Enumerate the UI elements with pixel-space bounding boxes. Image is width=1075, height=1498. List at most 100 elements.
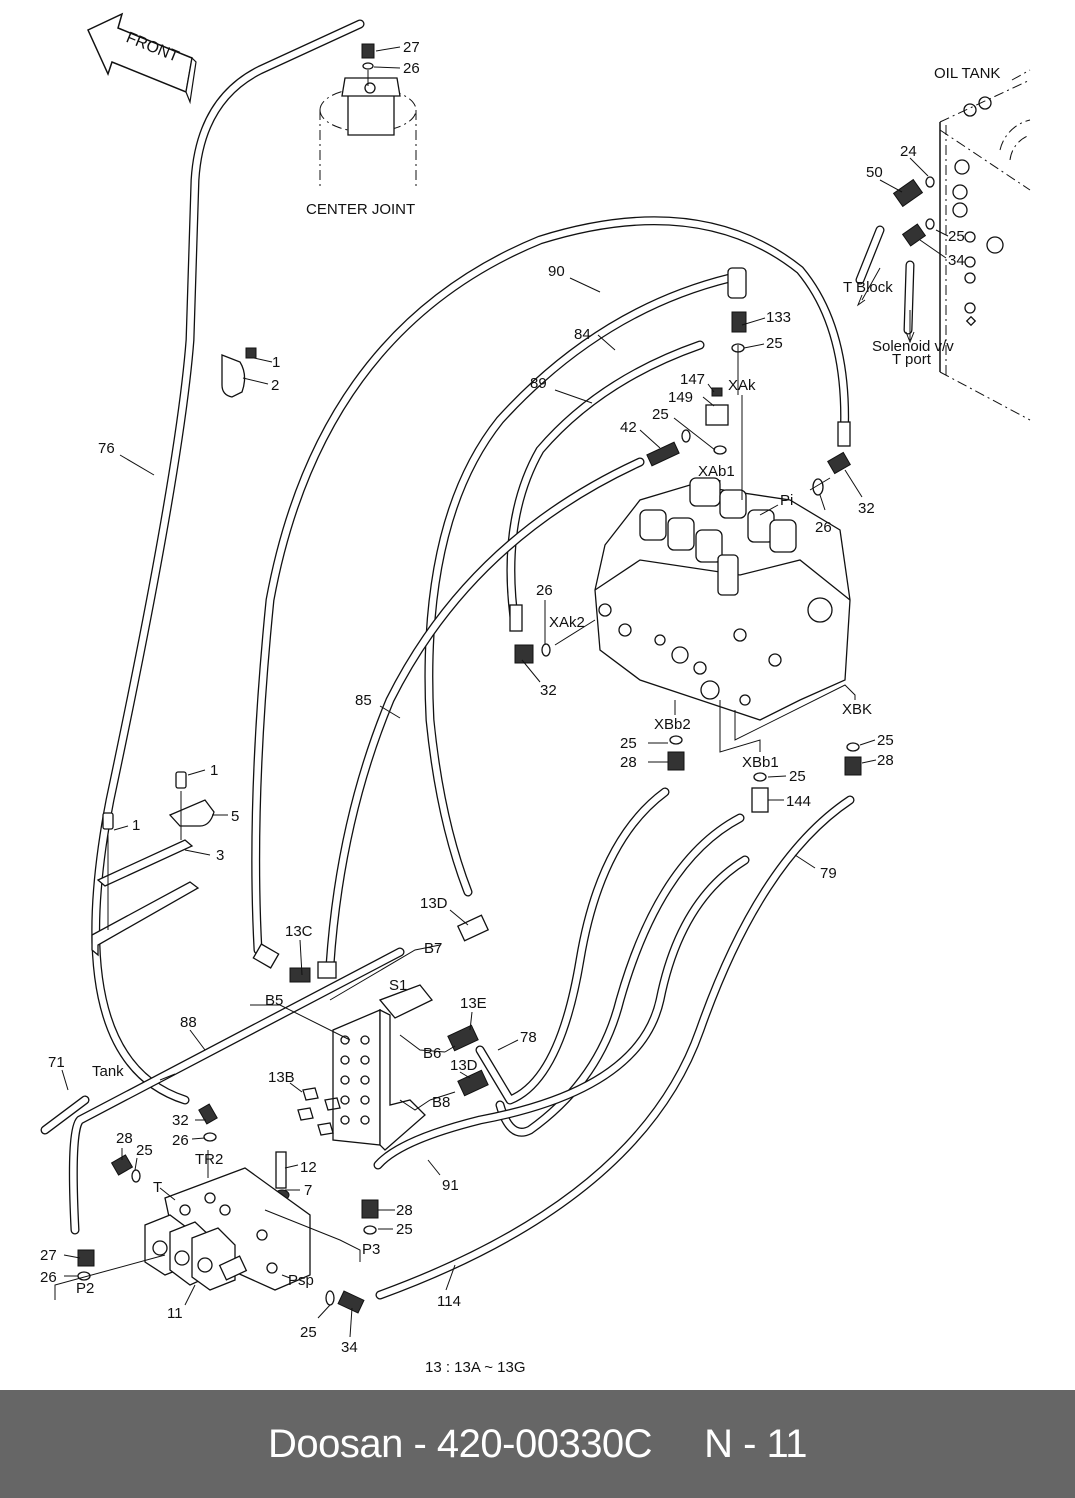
callout-114: 114: [437, 1293, 461, 1310]
callout-84: 84: [574, 326, 591, 343]
callout-25: 25: [877, 732, 894, 749]
solenoid-note-line1: Solenoid v/v: [872, 338, 954, 355]
footer-page-label: N - 11: [704, 1421, 808, 1466]
port-XAk: XAk: [728, 377, 756, 394]
callout-2: 2: [271, 377, 279, 394]
callout-1: 1: [210, 762, 218, 779]
port-Pi: Pi: [780, 492, 793, 509]
parts-group-note: 13 : 13A ~ 13G: [425, 1359, 526, 1376]
callout-89: 89: [530, 375, 547, 392]
callout-25: 25: [396, 1221, 413, 1238]
port-T: T: [153, 1179, 162, 1196]
callout-78: 78: [520, 1029, 537, 1046]
callout-147: 147: [680, 371, 705, 388]
callout-26: 26: [172, 1132, 189, 1149]
t-block-note: T Block: [843, 279, 893, 296]
port-XAb1: XAb1: [698, 463, 735, 480]
footer-bar: Doosan - 420-00330C N - 11: [0, 1390, 1075, 1498]
callout-28: 28: [116, 1130, 133, 1147]
callout-42: 42: [620, 419, 637, 436]
callout-13C: 13C: [285, 923, 313, 940]
callout-71: 71: [48, 1054, 65, 1071]
port-B7: B7: [424, 940, 442, 957]
callout-133: 133: [766, 309, 791, 326]
port-B8: B8: [432, 1094, 450, 1111]
parts-diagram: FRONT CENTER JOINT OIL TANK: [40, 12, 1031, 1376]
footer-part-number: 420-00330C: [436, 1421, 653, 1466]
callout-25: 25: [620, 735, 637, 752]
callout-13B: 13B: [268, 1069, 295, 1086]
footer-separator: -: [413, 1421, 427, 1466]
port-S1: S1: [389, 977, 407, 994]
callout-32: 32: [172, 1112, 189, 1129]
callout-24: 24: [900, 143, 917, 160]
callout-25: 25: [136, 1142, 153, 1159]
callout-90: 90: [548, 263, 565, 280]
callout-25: 25: [766, 335, 783, 352]
callout-28: 28: [396, 1202, 413, 1219]
callout-13E: 13E: [460, 995, 487, 1012]
callout-5: 5: [231, 808, 239, 825]
callout-26: 26: [536, 582, 553, 599]
callout-1: 1: [132, 817, 140, 834]
port-XBb2: XBb2: [654, 716, 691, 733]
callout-12: 12: [300, 1159, 317, 1176]
oil-tank-label: OIL TANK: [934, 65, 1000, 82]
callout-91: 91: [442, 1177, 459, 1194]
callout-26: 26: [40, 1269, 57, 1286]
routing-notes: T Block Solenoid v/v T port Tank 13 : 13…: [92, 279, 954, 1376]
port-labels: XAk XAb1 Pi XAk2 XBb2 XBb1 XBK B5 B6 B7 …: [76, 377, 872, 1297]
callout-144: 144: [786, 793, 811, 810]
main-control-valve: [594, 477, 851, 721]
callout-50: 50: [866, 164, 883, 181]
port-B6: B6: [423, 1045, 441, 1062]
callout-26: 26: [815, 519, 832, 536]
callout-28: 28: [620, 754, 637, 771]
callout-3: 3: [216, 847, 224, 864]
port-XAk2: XAk2: [549, 614, 585, 631]
callout-25: 25: [652, 406, 669, 423]
callout-26: 26: [403, 60, 420, 77]
oil-tank: OIL TANK: [934, 65, 1031, 421]
callout-149: 149: [668, 389, 693, 406]
port-XBK: XBK: [842, 701, 872, 718]
port-P2: P2: [76, 1280, 94, 1297]
callout-13D: 13D: [450, 1057, 478, 1074]
fittings: [77, 176, 935, 1314]
callout-28: 28: [877, 752, 894, 769]
callout-leaders: [61, 46, 949, 1338]
callout-34: 34: [341, 1339, 358, 1356]
solenoid-note-line2: T port: [892, 351, 932, 368]
callout-25: 25: [300, 1324, 317, 1341]
manifold-block: [54, 1150, 361, 1300]
tank-note: Tank: [92, 1063, 124, 1080]
callout-1: 1: [272, 354, 280, 371]
callout-13D: 13D: [420, 895, 448, 912]
port-XBb1: XBb1: [742, 754, 779, 771]
front-arrow-icon: FRONT: [87, 12, 197, 105]
callout-88: 88: [180, 1014, 197, 1031]
footer-brand: Doosan: [267, 1421, 403, 1466]
center-joint-label: CENTER JOINT: [306, 201, 415, 218]
port-bracket: [250, 944, 446, 1151]
valve-port-leaders: [554, 345, 856, 753]
callout-85: 85: [355, 692, 372, 709]
callout-27: 27: [40, 1247, 57, 1264]
callout-32: 32: [858, 500, 875, 517]
port-Psp: Psp: [288, 1272, 314, 1289]
callout-25: 25: [948, 228, 965, 245]
port-P3: P3: [362, 1241, 380, 1258]
port-TR2: TR2: [195, 1151, 223, 1168]
callout-76: 76: [98, 440, 115, 457]
callout-34: 34: [948, 252, 965, 269]
callout-labels: 27 26 24 50 25 34 90 84 89 133 25 147 14…: [40, 39, 965, 1356]
clamp-brackets: [91, 354, 246, 957]
callout-27: 27: [403, 39, 420, 56]
hoses: [40, 19, 915, 1300]
callout-25: 25: [789, 768, 806, 785]
callout-32: 32: [540, 682, 557, 699]
callout-7: 7: [304, 1182, 312, 1199]
callout-79: 79: [820, 865, 837, 882]
port-B5: B5: [265, 992, 283, 1009]
callout-11: 11: [167, 1305, 183, 1322]
